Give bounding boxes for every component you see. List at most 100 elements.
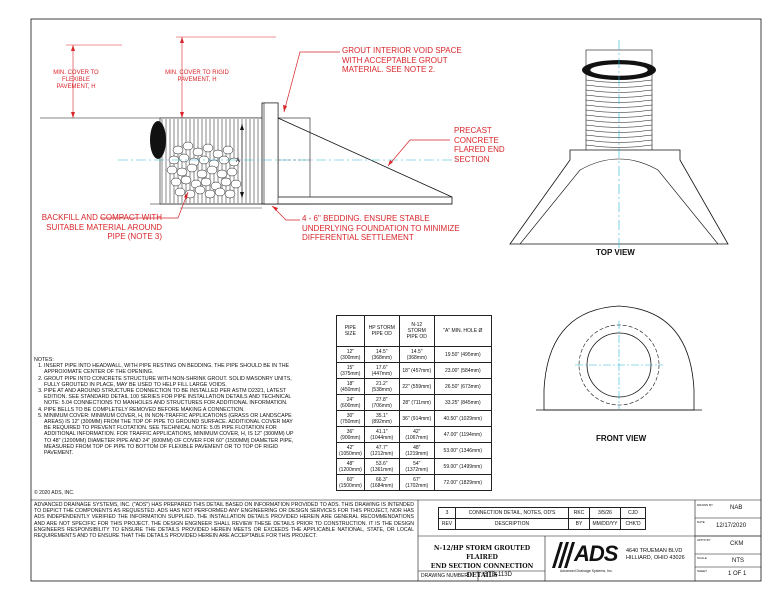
table-cell: 18" (450mm) [336, 378, 365, 395]
table-cell: 47.00" (1194mm) [433, 426, 492, 443]
table-cell: 24" (600mm) [336, 394, 365, 411]
note-item: PIPE BELLS TO BE COMPLETELY REMOVED BEFO… [44, 407, 296, 413]
note-item: PIPE AT AND AROUND STRUCTURE CONNECTION … [44, 388, 296, 407]
revision-table: 3 CONNECTION DETAIL, NOTES, OD'S RKC 3/5… [438, 507, 646, 530]
copyright: © 2020 ADS, INC. [34, 490, 75, 496]
drawing-title-line1: N-12/HP STORM GROUTED FLAIRED [433, 545, 531, 561]
section-view [40, 36, 460, 221]
table-header: PIPE SIZE [336, 315, 365, 347]
drawing-date: 12/17/2020 [716, 523, 747, 529]
rev-chkd: CJD [620, 507, 646, 519]
drawn-by: NAB [730, 505, 743, 511]
notes-heading: NOTES: [34, 357, 54, 363]
table-cell: 67" (1702mm) [398, 474, 435, 491]
table-cell: 36" (914mm) [398, 410, 435, 427]
drawing-number-label: DRAWING NUMBER: [421, 573, 470, 579]
top-view [509, 40, 729, 250]
table-cell: 48" (1219mm) [398, 442, 435, 459]
pipe-size-table: PIPE SIZE HP STORM PIPE OD N-12 STORM PI… [336, 315, 492, 491]
disclaimer: ADVANCED DRAINAGE SYSTEMS, INC. ("ADS") … [34, 502, 414, 540]
sheet-border [30, 18, 762, 582]
notes-block: NOTES: INSERT PIPE INTO HEADWALL, WITH P… [34, 357, 296, 456]
table-cell: 60" (1500mm) [336, 474, 365, 491]
table-row: 30" (750mm)35.1" (892mm)36" (914mm)40.50… [336, 410, 492, 427]
table-cell: 40.50" (1029mm) [433, 410, 492, 427]
date-label: DATE [697, 520, 705, 524]
rev-by: RKC [568, 507, 590, 519]
table-cell: 53.6" (1361mm) [363, 458, 400, 475]
table-cell: 36" (900mm) [336, 426, 365, 443]
table-cell: 42" (1067mm) [398, 426, 435, 443]
table-row: 60" (1500mm)66.3" (1684mm)67" (1702mm)72… [336, 474, 492, 491]
approved-by-label: APP'D BY [697, 538, 711, 542]
table-cell: 41.1" (1044mm) [363, 426, 400, 443]
table-cell: 59.00" (1499mm) [433, 458, 492, 475]
backfill-callout: BACKFILL AND COMPACT WITH SUITABLE MATER… [41, 213, 162, 241]
min-cover-rigid-label: MIN. COVER TO RIGID PAVEMENT, H [165, 70, 229, 83]
table-cell: 27.8" (706mm) [363, 394, 400, 411]
ads-logo: ADS Advanced Drainage Systems, Inc. [550, 540, 620, 578]
table-cell: 14.5" (368mm) [363, 346, 400, 363]
drawing-title-line2: END SECTION CONNECTION DETAILS [430, 563, 534, 579]
table-cell: 35.1" (892mm) [363, 410, 400, 427]
table-cell: 23.00" (584mm) [433, 362, 492, 379]
table-cell: 53.00" (1346mm) [433, 442, 492, 459]
table-cell: 14.5" (368mm) [398, 346, 435, 363]
table-cell: 54" (1372mm) [398, 458, 435, 475]
table-row: 36" (900mm)41.1" (1044mm)42" (1067mm)47.… [336, 426, 492, 443]
note-item: INSERT PIPE INTO HEADWALL, WITH PIPE RES… [44, 363, 296, 375]
table-cell: 47.7" (1212mm) [363, 442, 400, 459]
table-row: 15" (375mm)17.6" (447mm)18" (457mm)23.00… [336, 362, 492, 379]
note-item: GROUT PIPE INTO CONCRETE STRUCTURE WITH … [44, 376, 296, 388]
table-cell: 26.50" (673mm) [433, 378, 492, 395]
address-line: 4640 TRUEMAN BLVD [626, 548, 683, 554]
rev-header: DESCRIPTION [455, 518, 569, 530]
logo-text: ADS [574, 541, 618, 566]
table-cell: 28" (711mm) [398, 394, 435, 411]
sheet-label: SHEET [697, 569, 708, 573]
table-row: 18" (450mm)21.2" (538mm)22" (559mm)26.50… [336, 378, 492, 395]
table-cell: 30" (750mm) [336, 410, 365, 427]
sheet-value: 1 OF 1 [728, 571, 747, 577]
rev-description: CONNECTION DETAIL, NOTES, OD'S [455, 507, 569, 519]
rev-number: 3 [438, 507, 456, 519]
table-row: 42" (1050mm)47.7" (1212mm)48" (1219mm)53… [336, 442, 492, 459]
bedding-callout: 4 - 6" BEDDING. ENSURE STABLE UNDERLYING… [302, 214, 460, 242]
top-view-title: TOP VIEW [596, 248, 635, 257]
drawing-title: N-12/HP STORM GROUTED FLAIRED END SECTIO… [420, 544, 544, 580]
table-cell: 72.00" (1829mm) [433, 474, 492, 491]
note-item: MINIMUM COVER: MINIMUM COVER, H, IN NON-… [44, 413, 296, 456]
table-cell: 19.50" (495mm) [433, 346, 492, 363]
company-address: 4640 TRUEMAN BLVD HILLIARD, OHIO 43026 [626, 548, 685, 562]
table-cell: 66.3" (1684mm) [363, 474, 400, 491]
rev-header: REV [438, 518, 456, 530]
table-cell: 42" (1050mm) [336, 442, 365, 459]
dimension-a-label: A [236, 158, 241, 164]
table-cell: 18" (457mm) [398, 362, 435, 379]
rev-header: BY [568, 518, 590, 530]
front-view-title: FRONT VIEW [596, 434, 647, 443]
drawn-by-label: DRAWN BY [697, 503, 714, 507]
scale-label: SCALE [697, 556, 707, 560]
drawing-number: STD-113D [484, 572, 512, 578]
table-header: N-12 STORM PIPE OD [398, 315, 435, 347]
table-header: HP STORM PIPE OD [363, 315, 400, 347]
table-header: "A" MIN. HOLE Ø [433, 315, 492, 347]
logo-subtext: Advanced Drainage Systems, Inc. [560, 569, 613, 573]
table-row: 12" (300mm)14.5" (368mm)14.5" (368mm)19.… [336, 346, 492, 363]
table-cell: 48" (1200mm) [336, 458, 365, 475]
title-block-frame [417, 500, 761, 581]
table-row: 24" (600mm)27.8" (706mm)28" (711mm)33.25… [336, 394, 492, 411]
scale-value: NTS [732, 558, 744, 564]
grout-callout: GROUT INTERIOR VOID SPACE WITH ACCEPTABL… [342, 46, 462, 74]
table-cell: 17.6" (447mm) [363, 362, 400, 379]
table-cell: 15" (375mm) [336, 362, 365, 379]
front-view [536, 305, 702, 411]
rev-header: CHK'D [620, 518, 646, 530]
approved-by: CKM [730, 541, 744, 547]
logo-stripes-icon [552, 542, 575, 568]
table-cell: 21.2" (538mm) [363, 378, 400, 395]
address-line: HILLIARD, OHIO 43026 [626, 555, 685, 561]
rev-header: MM/DD/YY [589, 518, 621, 530]
